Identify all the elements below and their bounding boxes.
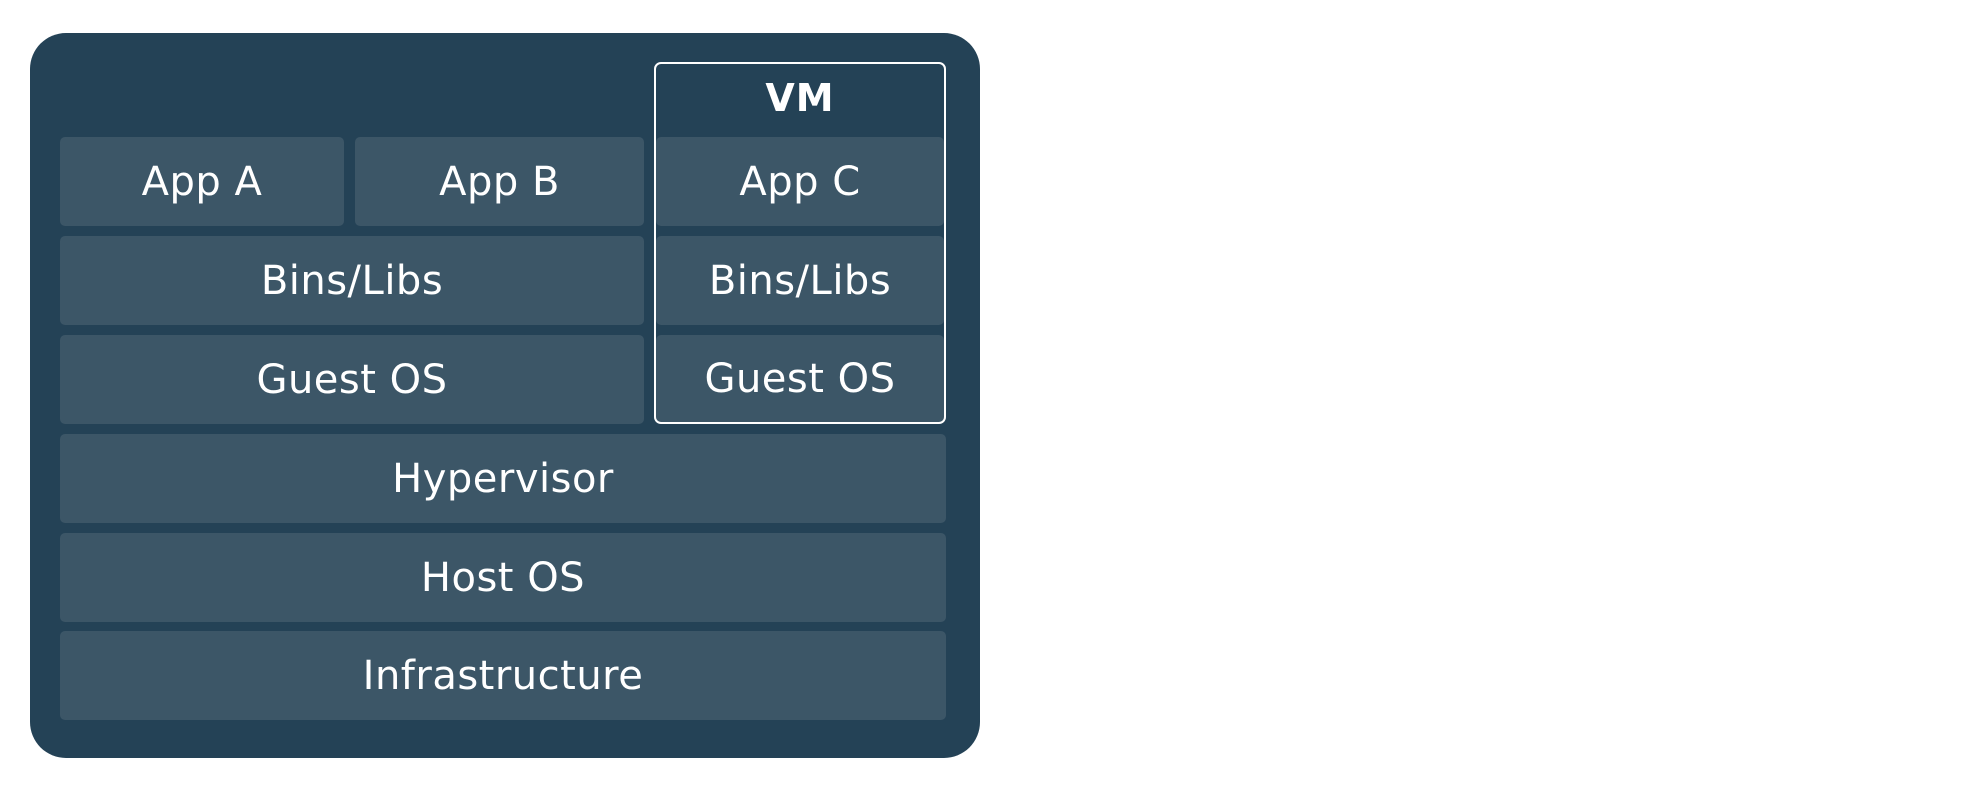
host-os-block: Host OS [60,533,946,622]
infrastructure-label: Infrastructure [362,652,644,699]
app-c-label: App C [739,158,861,205]
vm-title: VM [765,76,835,120]
bins-libs-block-left: Bins/Libs [60,236,644,325]
app-a-block: App A [60,137,344,226]
bins-libs-block-vm: Bins/Libs [656,236,944,325]
app-b-block: App B [355,137,644,226]
guest-os-label-left: Guest OS [256,356,448,403]
hypervisor-label: Hypervisor [392,455,614,502]
bins-libs-label-left: Bins/Libs [260,257,444,304]
guest-os-label-vm: Guest OS [704,355,896,402]
app-a-label: App A [141,158,263,205]
app-b-label: App B [439,158,560,205]
bins-libs-label-vm: Bins/Libs [708,257,892,304]
infrastructure-block: Infrastructure [60,631,946,720]
guest-os-block-left: Guest OS [60,335,644,424]
app-c-block: App C [656,137,944,226]
host-os-label: Host OS [420,554,586,601]
hypervisor-block: Hypervisor [60,434,946,523]
guest-os-block-vm: Guest OS [656,335,944,422]
